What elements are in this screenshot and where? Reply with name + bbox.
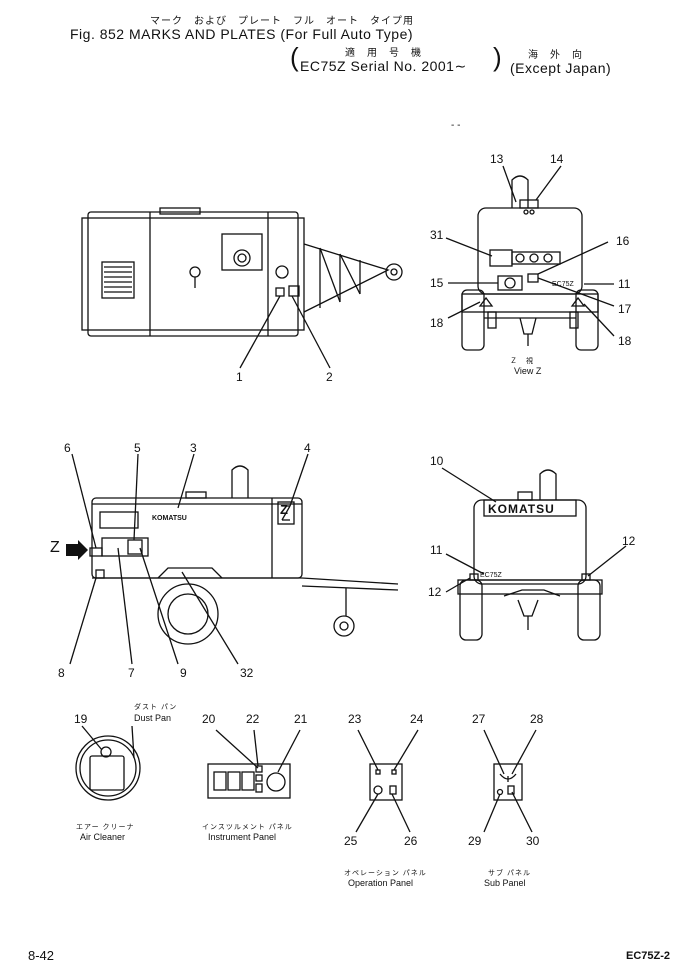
region-japanese: 海 外 向 — [528, 50, 583, 61]
region-text: (Except Japan) — [510, 60, 612, 76]
callout-25: 25 — [344, 834, 358, 848]
callout-15: 15 — [430, 276, 444, 290]
instrument-caption: Instrument Panel — [208, 832, 277, 842]
operation-caption: Operation Panel — [348, 878, 414, 888]
applicable-japanese: 適 用 号 機 — [345, 48, 422, 59]
page-number: 8-42 — [28, 948, 55, 963]
callout-29: 29 — [468, 834, 482, 848]
callout-10: 10 — [430, 454, 444, 468]
instrument-panel-drawing — [207, 729, 301, 799]
callout-23: 23 — [348, 712, 362, 726]
callout-8: 8 — [58, 666, 65, 680]
z-arrow-label: Z — [50, 539, 60, 556]
callout-18-left: 18 — [430, 316, 444, 330]
side-brand-plate: KOMATSU — [152, 515, 187, 522]
brand-plate: KOMATSU — [488, 502, 555, 516]
callout-3: 3 — [190, 441, 197, 455]
callout-4: 4 — [304, 441, 311, 455]
callout-27: 27 — [472, 712, 486, 726]
figure-title: Fig. 852 MARKS AND PLATES (For Full Auto… — [70, 26, 414, 42]
view-z-drawing — [445, 165, 615, 351]
air-cleaner-caption-jp: エアー クリーナ — [76, 824, 135, 831]
callout-11-viewz: 11 — [618, 277, 631, 291]
doc-code: EC75Z-2 — [626, 950, 671, 962]
paren-close: ) — [493, 42, 502, 72]
callout-2: 2 — [326, 370, 333, 384]
callout-16: 16 — [616, 234, 630, 248]
callout-1: 1 — [236, 370, 243, 384]
callout-11-rear: 11 — [430, 543, 443, 557]
callout-30: 30 — [526, 834, 540, 848]
callout-9: 9 — [180, 666, 187, 680]
z-plate-mark: Z — [280, 502, 288, 517]
sub-caption: Sub Panel — [484, 878, 526, 888]
callout-17: 17 — [618, 302, 632, 316]
viewz-model-plate: EC75Z — [552, 281, 574, 288]
top-view — [81, 207, 403, 369]
title-japanese: マーク および プレート フル オート タイプ用 — [150, 16, 414, 27]
air-cleaner-caption: Air Cleaner — [80, 832, 126, 842]
dust-pan-caption-jp: ダスト パン — [134, 704, 178, 711]
callout-20: 20 — [202, 712, 216, 726]
callout-21: 21 — [294, 712, 308, 726]
callout-19: 19 — [74, 712, 88, 726]
operation-caption-jp: オペレーション パネル — [344, 870, 427, 877]
callout-5: 5 — [134, 441, 141, 455]
air-cleaner-drawing — [75, 725, 141, 801]
callout-7: 7 — [128, 666, 135, 680]
operation-panel-drawing — [355, 729, 419, 833]
callout-12-right: 12 — [622, 534, 636, 548]
side-view-drawing — [66, 453, 399, 665]
callout-14: 14 — [550, 152, 564, 166]
sub-caption-jp: サブ パネル — [488, 870, 531, 877]
rear-view-drawing — [441, 467, 627, 641]
paren-open: ( — [290, 42, 299, 72]
instrument-caption-jp: インスツルメント パネル — [202, 824, 293, 831]
sub-panel-drawing — [483, 729, 537, 833]
rear-model-plate: EC75Z — [480, 572, 502, 579]
callout-12-left: 12 — [428, 585, 442, 599]
callout-24: 24 — [410, 712, 424, 726]
dash-mark: ‐ ‐ — [451, 120, 461, 131]
callout-13: 13 — [490, 152, 504, 166]
callout-22: 22 — [246, 712, 260, 726]
callout-6: 6 — [64, 441, 71, 455]
callout-26: 26 — [404, 834, 418, 848]
dust-pan-caption: Dust Pan — [134, 713, 172, 723]
serial-range: EC75Z Serial No. 2001∼ — [300, 58, 467, 74]
callout-32: 32 — [240, 666, 254, 680]
callout-28: 28 — [530, 712, 544, 726]
view-z-caption-jp: Ｚ 視 — [510, 358, 534, 365]
view-z-caption: View Z — [514, 366, 542, 376]
callout-18-right: 18 — [618, 334, 632, 348]
callout-31: 31 — [430, 228, 444, 242]
